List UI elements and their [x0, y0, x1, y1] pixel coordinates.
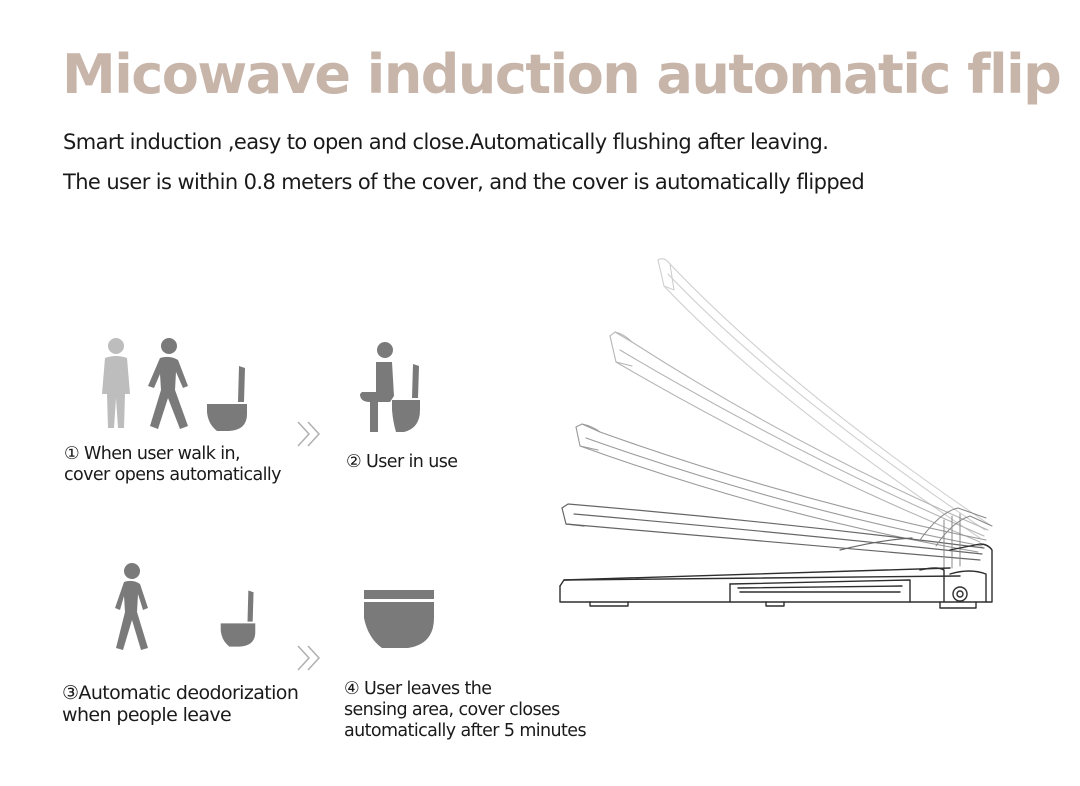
seat-cover-flip-illustration: [559, 258, 993, 609]
step-1-caption-line: cover opens automatically: [64, 465, 281, 485]
page-title: Micowave induction automatic flip: [62, 43, 1062, 106]
step-4-caption: ④ User leaves the sensing area, cover cl…: [344, 679, 587, 742]
step-4-caption-line: automatically after 5 minutes: [344, 721, 587, 741]
seated-person-icon: [360, 342, 420, 432]
subtitle-line-1: Smart induction ,easy to open and close.…: [63, 130, 829, 154]
toilet-open-icon: [220, 590, 256, 647]
step-3-caption: ③Automatic deodorization when people lea…: [62, 682, 299, 726]
subtitle-line-2: The user is within 0.8 meters of the cov…: [63, 170, 865, 194]
step-3-caption-line: when people leave: [62, 704, 232, 726]
double-chevron-right-icon: [297, 645, 321, 671]
toilet-closed-icon: [364, 590, 434, 648]
step-3-caption-line: ③Automatic deodorization: [62, 682, 299, 704]
step-2-caption-line: ② User in use: [346, 452, 458, 472]
step-1-caption-line: ① When user walk in,: [64, 444, 241, 464]
walking-person-icon: [115, 563, 148, 650]
double-chevron-right-icon: [297, 421, 321, 447]
step-4-caption-line: sensing area, cover closes: [344, 700, 560, 720]
step-4-caption-line: ④ User leaves the: [344, 679, 492, 699]
toilet-open-icon: [207, 366, 247, 431]
step-1-caption: ① When user walk in, cover opens automat…: [64, 444, 281, 486]
standing-person-icon: [102, 338, 130, 428]
walking-person-icon: [148, 338, 188, 429]
step-2-caption: ② User in use: [346, 452, 458, 473]
